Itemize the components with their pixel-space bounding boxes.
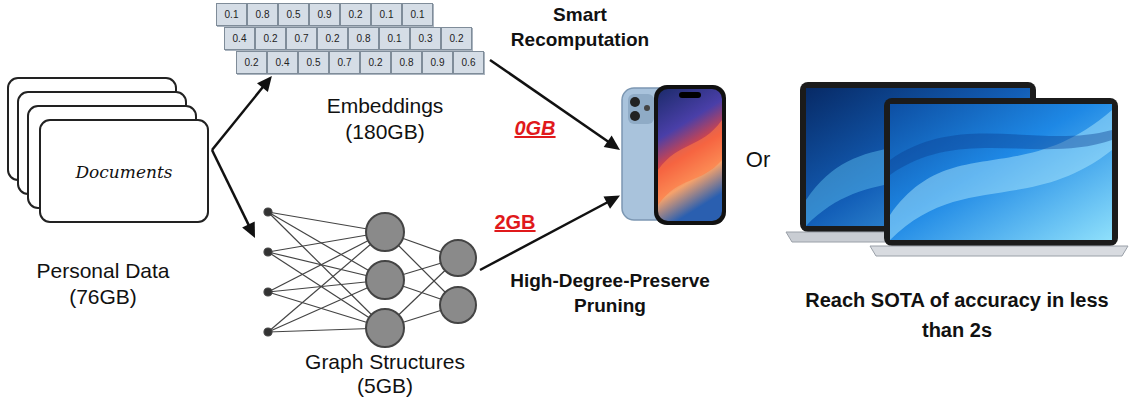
graph-dot <box>264 328 272 336</box>
arrow-head <box>242 221 255 238</box>
embedding-value: 0.1 <box>371 3 402 26</box>
embedding-value: 0.4 <box>224 27 255 50</box>
embedding-value: 0.2 <box>441 27 472 50</box>
document-card <box>40 120 208 222</box>
document-title: Documents <box>64 161 184 183</box>
graph-circle <box>366 213 404 251</box>
embedding-value: 0.1 <box>402 3 433 26</box>
embedding-value: 0.7 <box>329 51 360 74</box>
embedding-value: 0.2 <box>236 51 267 74</box>
embedding-value: 0.2 <box>360 51 391 74</box>
method-label: High-Degree-Preserve Pruning <box>485 268 735 318</box>
document-stack: DocumentsPersonal Data (76GB) <box>5 75 212 228</box>
screen-wave <box>890 110 1112 240</box>
arrow-connector <box>480 201 609 270</box>
node-caption: Personal Data (76GB) <box>23 258 183 310</box>
arrow-head <box>603 196 620 209</box>
laptop-screen <box>890 104 1112 240</box>
embedding-value: 0.2 <box>317 27 348 50</box>
graph-structure: Graph Structures (5GB) <box>255 195 480 350</box>
edge-label: 0GB <box>511 116 558 140</box>
arrow-connector <box>212 85 264 150</box>
result-caption: Reach SOTA of accuracy in less than 2s <box>802 285 1112 345</box>
embedding-value: 0.8 <box>348 27 379 50</box>
graph-circle <box>366 261 404 299</box>
embedding-value: 0.8 <box>247 3 278 26</box>
embedding-value: 0.5 <box>278 3 309 26</box>
camera-flash <box>644 105 650 111</box>
edge-label: 2GB <box>491 210 538 234</box>
graph-dot <box>264 208 272 216</box>
embedding-value: 0.1 <box>216 3 247 26</box>
connector-group <box>480 196 620 270</box>
screen-wave <box>658 120 722 205</box>
camera-lens <box>630 97 640 107</box>
graph-dot <box>264 288 272 296</box>
laptop-illustration <box>786 82 1128 256</box>
laptop-base <box>870 246 1128 256</box>
laptop-device: Reach SOTA of accuracy in less than 2s <box>790 80 1125 258</box>
connector-group <box>212 150 255 238</box>
screen-wave <box>890 130 1112 175</box>
embedding-value: 0.5 <box>298 51 329 74</box>
embedding-value: 0.2 <box>340 3 371 26</box>
arrow-connector <box>490 60 610 143</box>
arrow-connector <box>212 150 250 227</box>
phone-screen <box>658 89 722 221</box>
method-label: Smart Recomputation <box>495 2 665 52</box>
embedding-value: 0.6 <box>453 51 484 74</box>
graph-illustration <box>264 208 476 347</box>
phone-notch <box>679 92 701 98</box>
embedding-value: 0.9 <box>309 3 340 26</box>
laptop-lid <box>884 98 1118 246</box>
document-cards <box>8 78 208 222</box>
connector-group <box>490 60 620 150</box>
connector-group <box>212 76 272 150</box>
or-label: Or <box>738 146 778 174</box>
embedding-value: 0.3 <box>410 27 441 50</box>
phone-front <box>654 85 726 225</box>
embedding-value: 0.9 <box>422 51 453 74</box>
embedding-value: 0.2 <box>255 27 286 50</box>
embedding-value: 0.7 <box>286 27 317 50</box>
node-caption: Embeddings (180GB) <box>305 93 465 145</box>
arrow-head <box>604 136 620 150</box>
node-caption: Graph Structures (5GB) <box>290 350 480 398</box>
graph-dot <box>264 248 272 256</box>
embedding-value: 0.8 <box>391 51 422 74</box>
phone-device <box>620 84 728 226</box>
graph-circle <box>440 240 476 276</box>
embedding-value: 0.1 <box>379 27 410 50</box>
embedding-value: 0.4 <box>267 51 298 74</box>
camera-lens <box>630 111 640 121</box>
arrow-head <box>257 76 272 92</box>
phone-illustration <box>622 85 726 225</box>
graph-circle <box>366 309 404 347</box>
graph-circle <box>440 287 476 323</box>
camera-block <box>628 94 654 124</box>
